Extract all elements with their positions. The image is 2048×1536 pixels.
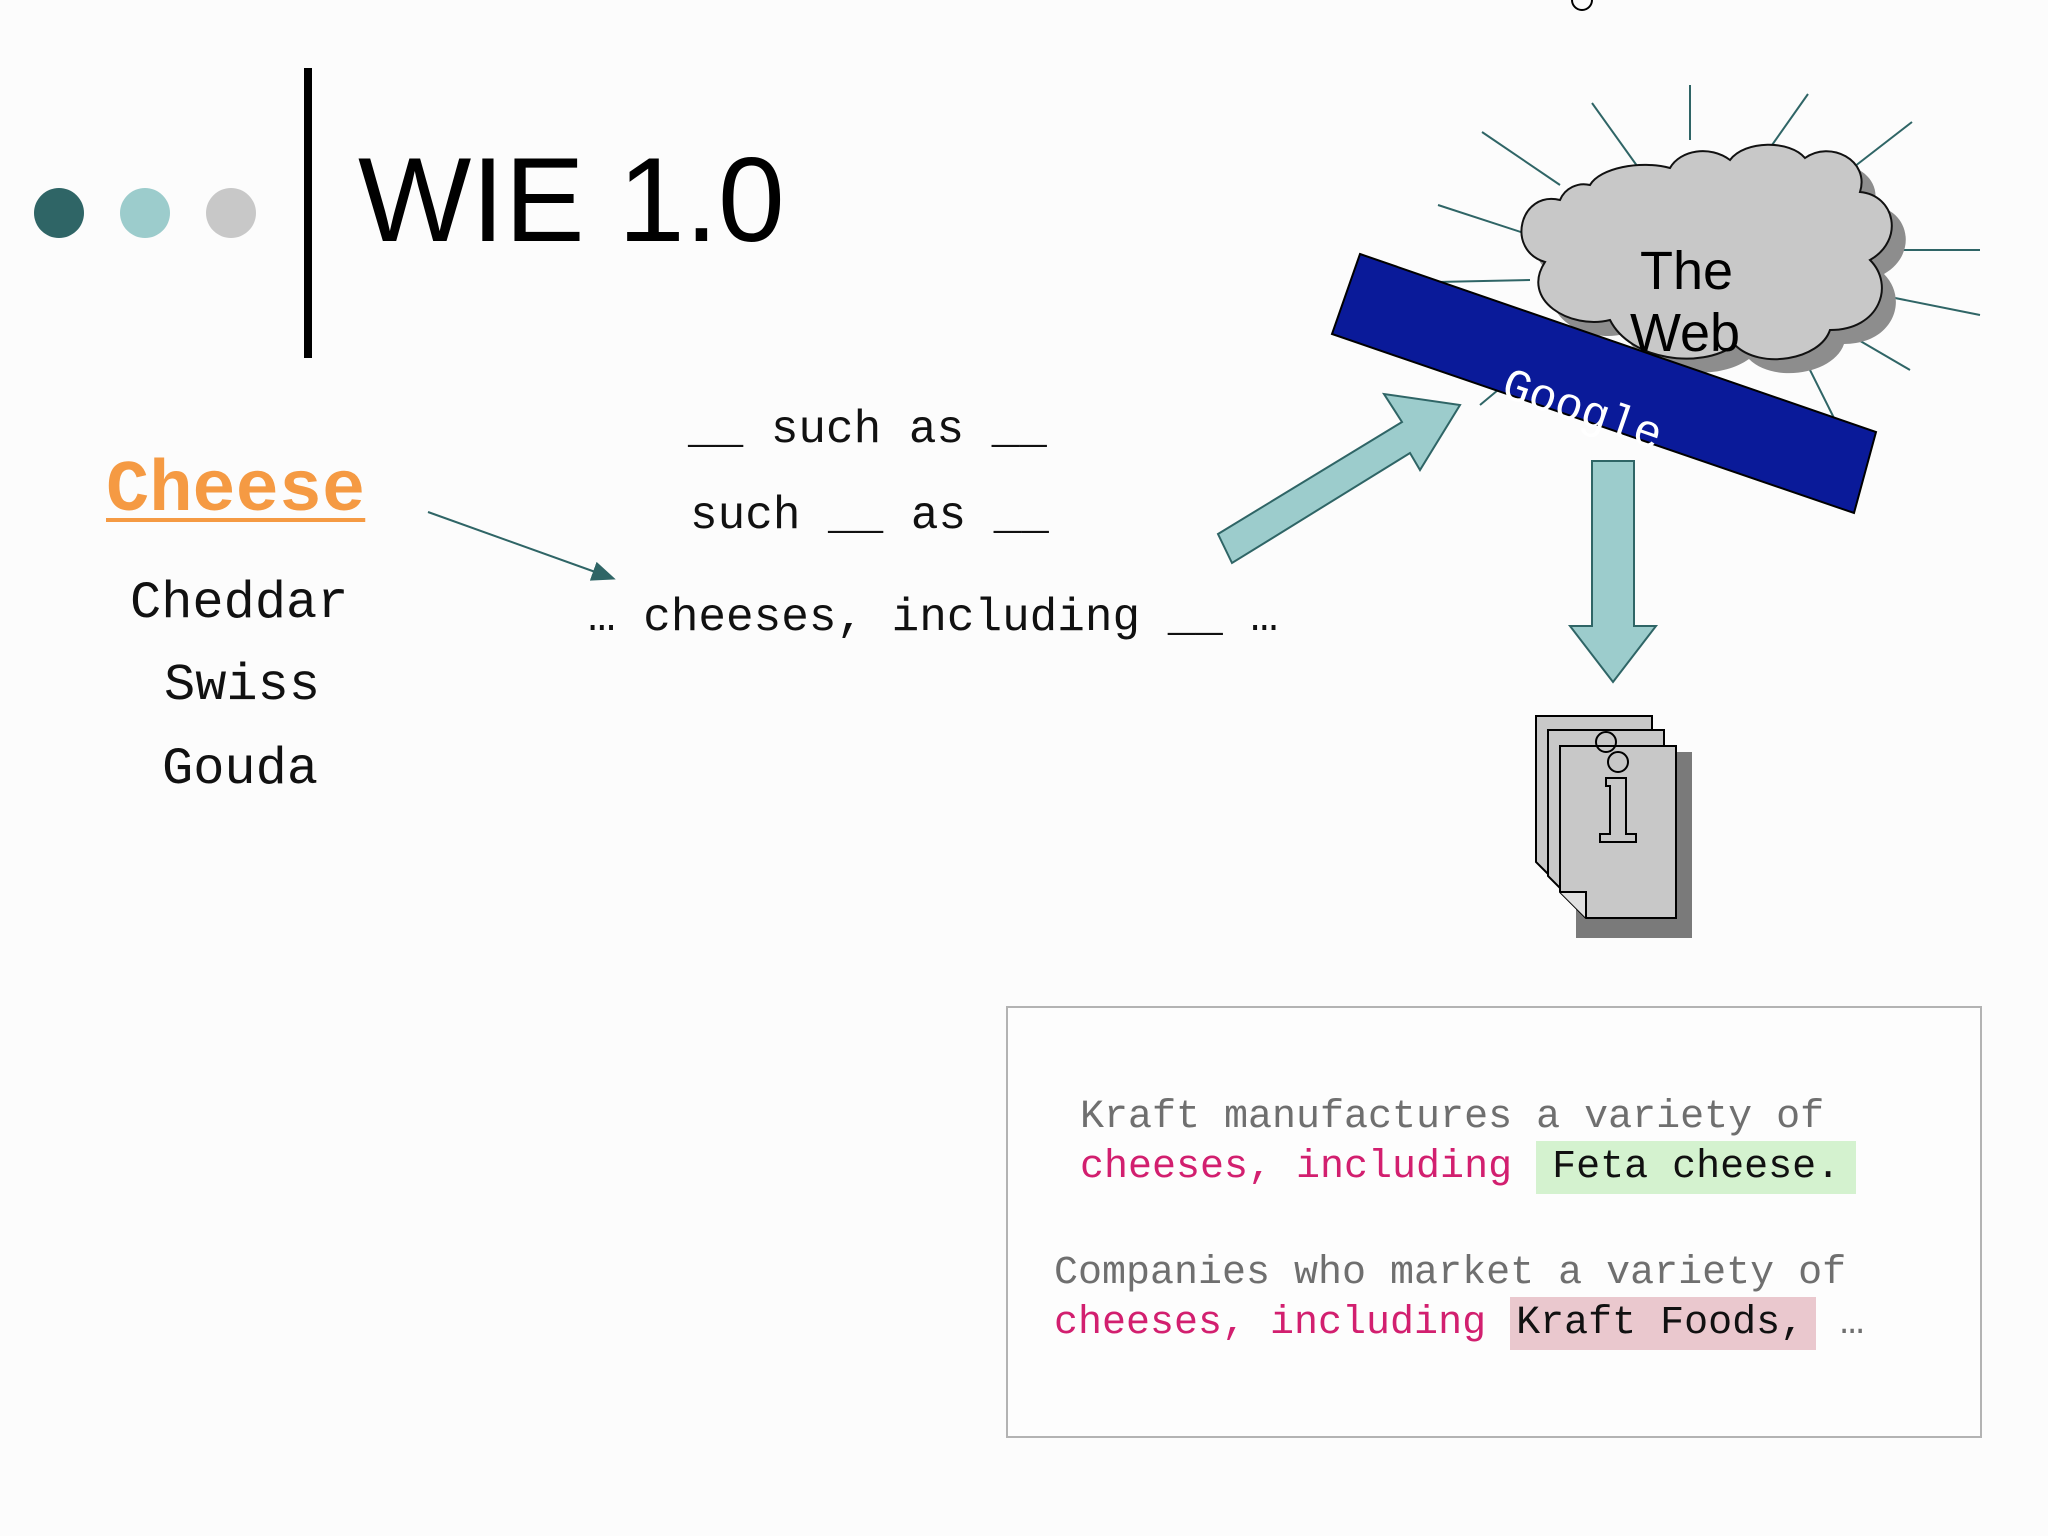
- result1-extraction: Feta cheese.: [1536, 1141, 1857, 1194]
- result1-pattern: cheeses, including: [1080, 1145, 1513, 1190]
- result2-prefix: Companies who market a variety of: [1054, 1251, 1847, 1296]
- bullet-dot-gray: [206, 188, 256, 238]
- web-cloud: [1520, 143, 1893, 361]
- instance-swiss: Swiss: [164, 656, 321, 715]
- info-documents-icon: [1535, 0, 1692, 938]
- result2-pattern: cheeses, including: [1054, 1301, 1487, 1346]
- cloud-label-the: The: [1640, 241, 1734, 301]
- title-divider: [304, 68, 312, 358]
- pattern-such-as: __ such as __: [688, 404, 1047, 456]
- concept-to-pattern-arrow: [427, 511, 616, 581]
- result2-line2: cheeses, including Kraft Foods, …: [1054, 1297, 1865, 1350]
- result1-prefix: Kraft manufactures a variety of: [1080, 1095, 1825, 1140]
- bullet-dot-teal: [120, 188, 170, 238]
- bullet-dot-dark: [34, 188, 84, 238]
- results-arrow: [1567, 460, 1659, 684]
- instance-gouda: Gouda: [162, 740, 319, 799]
- result2-extraction: Kraft Foods,: [1510, 1297, 1817, 1350]
- concept-label: Cheese: [106, 450, 366, 532]
- cloud-label-web: Web: [1630, 303, 1741, 363]
- pattern-cheeses-including: … cheeses, including __ …: [588, 592, 1279, 644]
- instance-cheddar: Cheddar: [130, 574, 349, 633]
- results-box: [1006, 1006, 1982, 1438]
- slide-title: WIE 1.0: [358, 133, 785, 267]
- google-bar: [1330, 252, 1878, 515]
- query-arrow: [1216, 392, 1462, 565]
- pattern-such-x-as: such __ as __: [690, 490, 1049, 542]
- result1-line2: cheeses, including Feta cheese.: [1080, 1141, 1857, 1194]
- result2-ellipsis: …: [1840, 1301, 1865, 1346]
